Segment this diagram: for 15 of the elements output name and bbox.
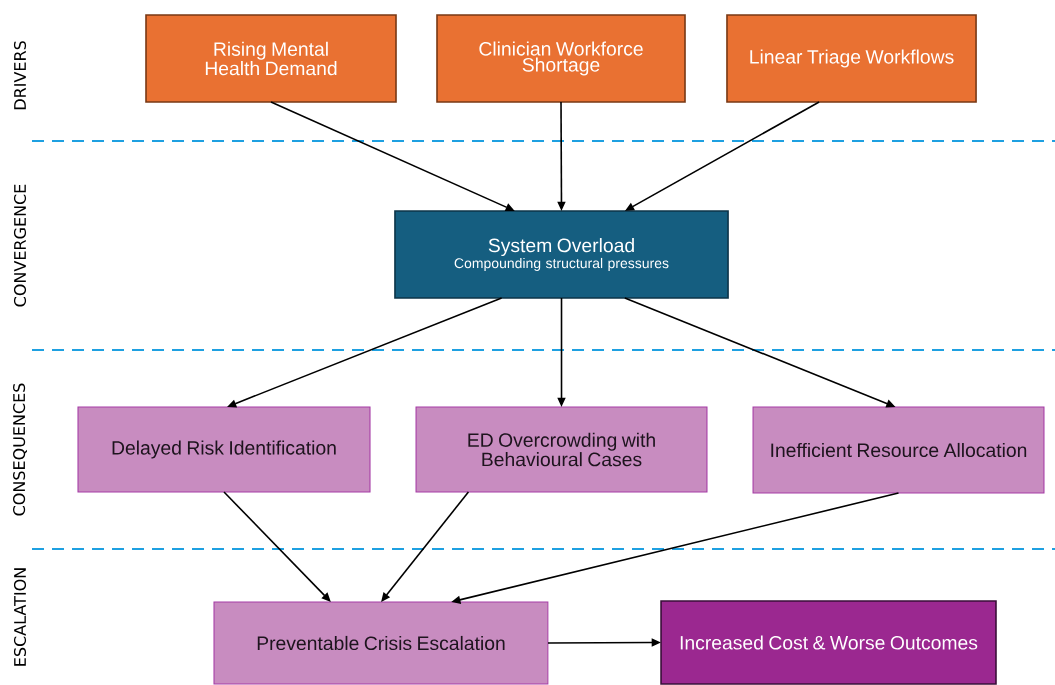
band-label: CONSEQUENCES xyxy=(13,383,27,516)
arrow xyxy=(223,491,331,602)
band-label: DRIVERS xyxy=(13,41,27,110)
consequence-box: Delayed Risk Identification xyxy=(77,406,371,493)
overload-box: System Overload Compounding structural pressures xyxy=(394,210,729,299)
band-label: ESCALATION xyxy=(13,568,27,666)
band-label: CONVERGENCE xyxy=(13,184,27,307)
outcome-box: Increased Cost & Worse Outcomes xyxy=(660,600,997,685)
driver-box: Linear Triage Workflows xyxy=(726,14,977,103)
consequence-box: ED Overcrowding with Behavioural Cases xyxy=(415,406,708,493)
driver-box: Rising Mental Health Demand xyxy=(145,14,397,103)
escalation-box: Preventable Crisis Escalation xyxy=(213,601,549,685)
arrow xyxy=(381,491,470,602)
driver-box: Clinician Workforce Shortage xyxy=(436,14,686,103)
consequence-box: Inefficient Resource Allocation xyxy=(752,406,1045,494)
